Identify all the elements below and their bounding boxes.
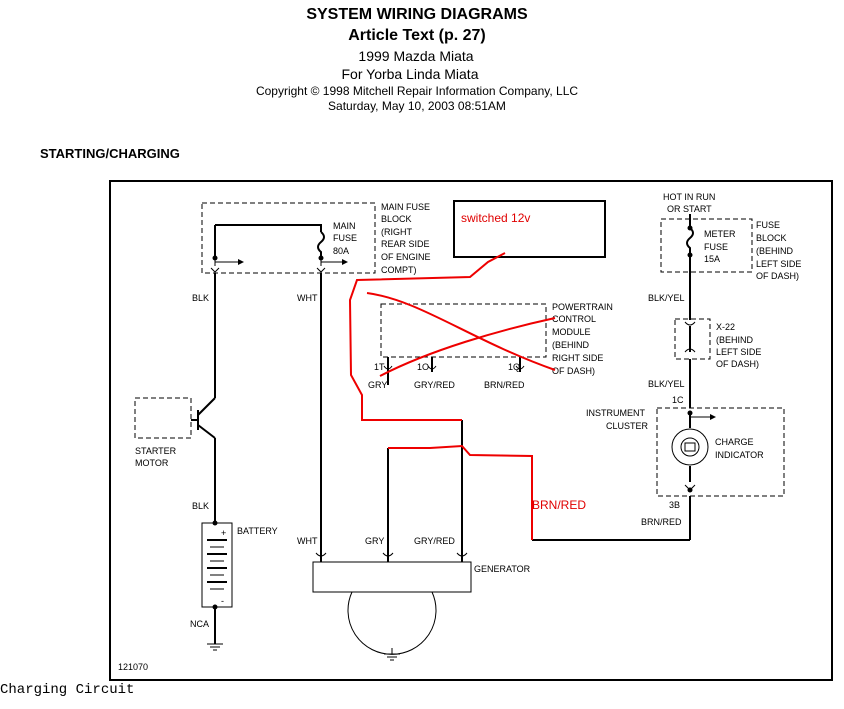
pcm-pin-1o: 1O [417,362,429,372]
pin-1c: 1C [672,395,684,405]
fuse-block-label-4: OF DASH) [756,271,799,281]
wht-wire: WHT WHT [297,273,327,558]
wire-label-blk-top: BLK [192,293,209,303]
date-line: Saturday, May 10, 2003 08:51AM [328,99,506,113]
figure-number: 121070 [118,662,148,672]
pcm-label-2: MODULE [552,327,591,337]
x22-label-2: LEFT SIDE [716,347,761,357]
meter-fuse-label-0: METER [704,229,736,239]
main-fuse-block-label-5: COMPT) [381,265,417,275]
wire-label-wht-bottom: WHT [297,536,318,546]
hot-label-1: OR START [667,204,712,214]
pcm-label-3: (BEHIND [552,340,590,350]
x22-connector-box [674,318,711,360]
fuse-block-label-3: LEFT SIDE [756,259,801,269]
red-annotations: switched 12v BRN/RED [348,200,606,540]
main-fuse-block: MAIN FUSE BLOCK (RIGHT REAR SIDE OF ENGI… [201,202,431,275]
pcm-pin-1q: 1Q [508,362,520,372]
battery-symbol [201,522,233,608]
fuse-block-label-0: FUSE [756,220,780,230]
gen-wire-gry-red: GRY/RED [414,536,455,546]
right-circuit: HOT IN RUN OR START METER FUSE 15A FUSE … [532,192,801,541]
x22-label-0: X-22 [716,322,735,332]
figure-caption: Charging Circuit [0,682,135,698]
main-fuse-label-0: MAIN [333,221,356,231]
section-title: STARTING/CHARGING [40,146,180,161]
pin-3b: 3B [669,500,680,510]
pcm-wire-brn-red: BRN/RED [484,380,525,390]
pcm-label-1: CONTROL [552,314,596,324]
generator: GENERATOR [312,558,531,661]
wire-label-blk-yel-top: BLK/YEL [648,293,685,303]
pcm-label-4: RIGHT SIDE [552,353,603,363]
hot-label-0: HOT IN RUN [663,192,715,202]
cluster-label-0: INSTRUMENT [586,408,645,418]
cluster-label-1: CLUSTER [606,421,649,431]
switched-12v-box [453,200,606,258]
starter-motor-box [134,397,192,439]
starter-label-0: STARTER [135,446,177,456]
battery-plus: + [221,528,226,538]
pcm-wire-gry-red: GRY/RED [414,380,455,390]
starter-label-1: MOTOR [135,458,169,468]
battery-label: BATTERY [237,526,278,536]
instrument-cluster-box [656,407,785,497]
nca-label: NCA [190,619,209,629]
owner-line: For Yorba Linda Miata [341,66,479,82]
main-fuse-block-label-4: OF ENGINE [381,252,431,262]
wire-label-blk-bottom: BLK [192,501,209,511]
main-fuse-block-label-0: MAIN FUSE [381,202,430,212]
diagram-frame [109,180,833,681]
charge-indicator-label-1: INDICATOR [715,450,764,460]
fuse-block-label-1: BLOCK [756,233,787,243]
meter-fuse-label-1: FUSE [704,242,728,252]
switched-12v-label: switched 12v [461,211,530,225]
x22-label-1: (BEHIND [716,335,754,345]
main-fuse-label-2: 80A [333,246,349,256]
pcm-label-5: OF DASH) [552,366,595,376]
powertrain-control-module: 1T 1O 1Q GRY GRY/RED BRN/RED POWERTRAIN … [368,302,613,390]
starter-battery-circuit: BLK STARTER MOTOR BLK + - BATTERY NCA [134,273,278,651]
main-fuse-block-label-1: BLOCK [381,214,412,224]
pcm-pin-1t: 1T [374,362,385,372]
vehicle-line: 1999 Mazda Miata [358,48,474,64]
wire-label-blk-yel-bottom: BLK/YEL [648,379,685,389]
meter-fuse-label-2: 15A [704,254,720,264]
main-fuse-block-label-2: (RIGHT [381,227,412,237]
charge-indicator-lamp [671,428,709,466]
charge-indicator-label-0: CHARGE [715,437,754,447]
brn-red-annotation: BRN/RED [532,498,586,512]
wire-label-brn-red-cluster: BRN/RED [641,517,682,527]
battery-minus: - [221,596,224,606]
main-fuse-block-label-3: REAR SIDE [381,239,430,249]
main-fuse-label-1: FUSE [333,233,357,243]
doc-title: SYSTEM WIRING DIAGRAMS [306,6,528,23]
fuse-block-label-2: (BEHIND [756,246,794,256]
copyright-line: Copyright © 1998 Mitchell Repair Informa… [255,84,579,98]
generator-wires: GRY GRY/RED [365,372,468,558]
pcm-wire-gry: GRY [368,380,387,390]
wire-label-wht-top: WHT [297,293,318,303]
pcm-label-0: POWERTRAIN [552,302,613,312]
gen-wire-gry: GRY [365,536,384,546]
generator-label: GENERATOR [474,564,531,574]
x22-label-3: OF DASH) [716,359,759,369]
doc-subtitle: Article Text (p. 27) [348,27,486,44]
